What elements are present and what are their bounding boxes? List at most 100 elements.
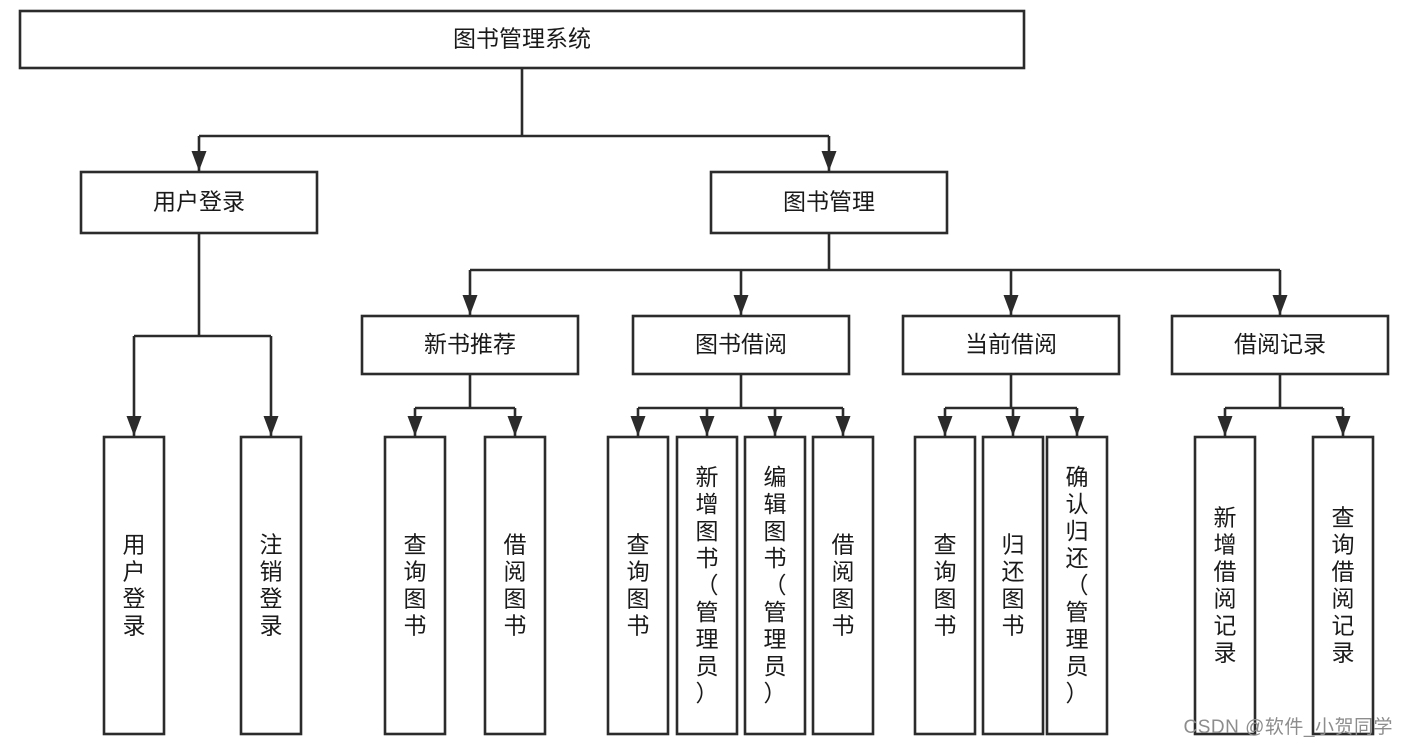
svg-text:借: 借	[504, 532, 527, 558]
svg-text:图: 图	[934, 586, 957, 612]
svg-text:录: 录	[1332, 640, 1355, 666]
svg-text:确: 确	[1066, 464, 1089, 490]
svg-text:辑: 辑	[764, 491, 787, 517]
node-boxes-group: 图书管理系统用户登录图书管理新书推荐图书借阅当前借阅借阅记录用户登录注销登录查询…	[18, 9, 1390, 736]
node-leaf-user-login[interactable]	[102, 435, 166, 736]
svg-text:记: 记	[1214, 613, 1237, 639]
node-leaf-query-book-borrow[interactable]	[606, 435, 670, 736]
svg-text:管: 管	[696, 599, 719, 625]
node-borrow-record[interactable]	[1170, 314, 1390, 376]
svg-text:借: 借	[1332, 559, 1355, 585]
node-label: 借阅记录	[1234, 331, 1326, 357]
arrow-head-icon	[407, 416, 423, 436]
node-book-borrow[interactable]	[631, 314, 851, 376]
node-label: 当前借阅	[965, 331, 1057, 357]
node-book-manage[interactable]	[709, 170, 949, 235]
svg-text:询: 询	[934, 559, 957, 585]
svg-text:员: 员	[764, 653, 787, 679]
arrow-head-icon	[630, 416, 646, 436]
node-leaf-query-book-cur[interactable]	[913, 435, 977, 736]
svg-text:归: 归	[1002, 532, 1025, 558]
svg-text:阅: 阅	[1332, 586, 1355, 612]
arrow-head-icon	[767, 416, 783, 436]
arrow-head-icon	[835, 416, 851, 436]
svg-text:图: 图	[764, 518, 787, 544]
svg-text:书: 书	[764, 545, 787, 571]
svg-text:书: 书	[1002, 613, 1025, 639]
node-leaf-query-book-rec[interactable]	[383, 435, 447, 736]
arrow-head-icon	[1217, 416, 1233, 436]
svg-text:图: 图	[1002, 586, 1025, 612]
svg-text:（: （	[696, 572, 719, 598]
arrow-head-icon	[191, 151, 207, 171]
node-leaf-add-book-admin[interactable]	[675, 435, 739, 736]
node-leaf-add-borrow-record[interactable]	[1193, 435, 1257, 736]
svg-text:理: 理	[764, 626, 787, 652]
svg-text:用: 用	[123, 532, 146, 558]
svg-text:图: 图	[832, 586, 855, 612]
arrow-head-icon	[1272, 295, 1288, 315]
node-leaf-logout[interactable]	[239, 435, 303, 736]
arrow-head-icon	[263, 416, 279, 436]
svg-text:增: 增	[696, 491, 719, 517]
node-label: 用户登录	[153, 189, 245, 215]
arrow-head-icon	[126, 416, 142, 436]
svg-text:）: ）	[696, 680, 719, 706]
svg-text:增: 增	[1214, 532, 1237, 558]
svg-text:（: （	[764, 572, 787, 598]
svg-text:）: ）	[764, 680, 787, 706]
svg-text:（: （	[1066, 572, 1089, 598]
svg-text:书: 书	[696, 545, 719, 571]
svg-text:登: 登	[123, 586, 146, 612]
node-leaf-confirm-return-admin[interactable]	[1045, 435, 1109, 736]
svg-text:员: 员	[696, 653, 719, 679]
svg-text:员: 员	[1066, 653, 1089, 679]
svg-text:图: 图	[696, 518, 719, 544]
node-label: 用户登录	[123, 532, 146, 639]
svg-text:管: 管	[1066, 599, 1089, 625]
svg-text:阅: 阅	[832, 559, 855, 585]
svg-text:查: 查	[1332, 505, 1355, 531]
node-current-borrow[interactable]	[901, 314, 1121, 376]
svg-text:录: 录	[1214, 640, 1237, 666]
svg-text:查: 查	[627, 532, 650, 558]
svg-text:还: 还	[1066, 545, 1089, 571]
svg-text:理: 理	[696, 626, 719, 652]
node-user-login[interactable]	[79, 170, 319, 235]
svg-text:查: 查	[934, 532, 957, 558]
node-leaf-edit-book-admin[interactable]	[743, 435, 807, 736]
svg-text:认: 认	[1066, 491, 1089, 517]
svg-text:阅: 阅	[504, 559, 527, 585]
svg-text:归: 归	[1066, 518, 1089, 544]
svg-text:询: 询	[1332, 532, 1355, 558]
svg-text:注: 注	[260, 532, 283, 558]
svg-text:书: 书	[934, 613, 957, 639]
node-root-title-box[interactable]	[18, 9, 1026, 70]
node-leaf-query-borrow-record[interactable]	[1311, 435, 1375, 736]
svg-text:图: 图	[627, 586, 650, 612]
node-leaf-borrow-book[interactable]	[811, 435, 875, 736]
svg-text:）: ）	[1066, 680, 1089, 706]
node-leaf-borrow-book-rec[interactable]	[483, 435, 547, 736]
connector-lines-group	[126, 68, 1351, 436]
node-label: 图书借阅	[695, 331, 787, 357]
svg-text:新: 新	[696, 464, 719, 490]
svg-text:编: 编	[764, 464, 787, 490]
svg-text:管: 管	[764, 599, 787, 625]
svg-text:图: 图	[404, 586, 427, 612]
arrow-head-icon	[821, 151, 837, 171]
svg-text:询: 询	[404, 559, 427, 585]
svg-text:书: 书	[832, 613, 855, 639]
node-new-book-recommend[interactable]	[360, 314, 580, 376]
svg-text:户: 户	[123, 559, 146, 585]
arrow-head-icon	[699, 416, 715, 436]
svg-text:借: 借	[1214, 559, 1237, 585]
node-leaf-return-book[interactable]	[981, 435, 1045, 736]
